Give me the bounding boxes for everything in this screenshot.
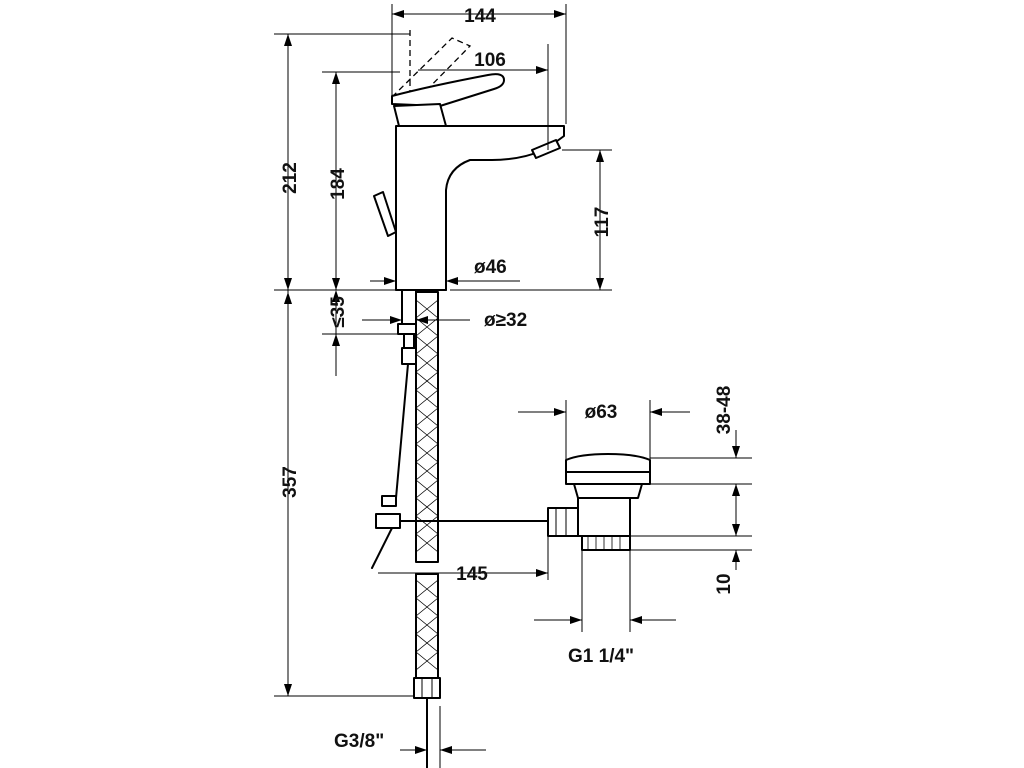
- popup-rod-lower: [371, 527, 393, 569]
- shank: [401, 289, 417, 325]
- dim-body-diameter: ø46: [474, 257, 507, 278]
- dimension-lines: [274, 4, 752, 768]
- waste-flange: [565, 471, 651, 485]
- dim-waste-range: 38-48: [714, 386, 735, 435]
- popup-rod: [373, 191, 397, 237]
- supply-hose-lower: [415, 573, 439, 679]
- dim-hole-diameter: ø≥32: [484, 310, 527, 331]
- dimension-labels: 144 106 212 184 117 ø46 ø≥32 ≤35 357 ø63…: [280, 6, 735, 752]
- dim-spout-height: 117: [592, 207, 613, 238]
- lever-open-position: [391, 37, 472, 106]
- dim-height-lever: 184: [328, 168, 349, 200]
- dim-lever-reach: 106: [474, 50, 506, 71]
- dim-rod-length: 145: [456, 564, 488, 585]
- pop-up-waste: [547, 453, 651, 551]
- waste-thread: [581, 535, 631, 551]
- waste-body: [577, 497, 631, 537]
- waste-collar: [573, 483, 643, 499]
- overflow-connector: [547, 507, 579, 537]
- lever: [391, 73, 505, 107]
- rod-clip-top: [381, 495, 397, 507]
- dim-supply-thread: G3/8": [334, 731, 384, 752]
- faucet: [371, 30, 565, 768]
- waste-plug: [565, 453, 651, 473]
- dim-waste-offset: 10: [714, 573, 735, 594]
- dim-height-total: 212: [280, 162, 301, 194]
- fixing-nut-lower: [401, 347, 417, 365]
- dim-waste-diameter: ø63: [585, 402, 618, 423]
- popup-cable: [395, 363, 409, 499]
- dim-width-total: 144: [464, 6, 496, 27]
- supply-hose: [415, 291, 439, 563]
- hose-braid: [415, 299, 439, 553]
- rod-clamp: [375, 513, 401, 529]
- hose-braid-lower: [415, 579, 439, 671]
- dim-waste-thread: G1 1/4": [568, 646, 634, 667]
- hose-nut: [413, 677, 441, 699]
- fixing-bolt: [403, 333, 415, 349]
- waste-thread-lines: [587, 536, 621, 550]
- dim-hose-length: 357: [280, 466, 301, 498]
- dim-deck-thickness: ≤35: [328, 296, 349, 328]
